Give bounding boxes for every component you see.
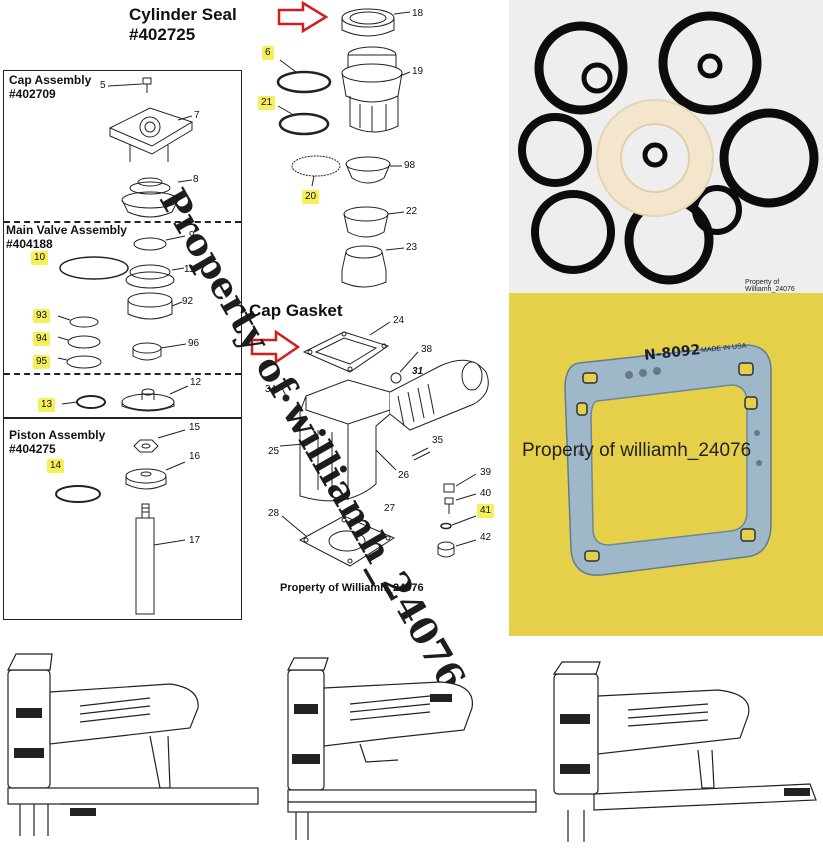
middle-parts-drawing — [250, 0, 489, 567]
highlight-part-13: 13 — [38, 398, 56, 412]
main-valve-assembly-title: Main Valve Assembly#404188 — [6, 223, 127, 251]
o-ring-set-image — [518, 11, 819, 285]
left-parts-drawing — [55, 77, 194, 615]
part-42: 42 — [480, 532, 492, 543]
gasket-photo-watermark: Property of williamh_24076 — [522, 440, 752, 461]
part-92: 92 — [182, 296, 194, 307]
part-27: 27 — [384, 503, 396, 514]
part-98: 98 — [404, 160, 416, 171]
arrow-icon — [250, 0, 329, 365]
part-18: 18 — [412, 8, 424, 19]
part-35: 35 — [432, 435, 444, 446]
part-9: 9 — [189, 230, 195, 241]
part-11: 11 — [184, 264, 195, 275]
part-40: 40 — [480, 488, 492, 499]
gasket-image — [564, 344, 772, 576]
highlight-part-93: 93 — [33, 309, 51, 323]
tool-sketch-2 — [287, 657, 537, 840]
tool-sketch-3 — [552, 661, 817, 842]
o-ring-kit-photo: Property of Williamh_24076 — [509, 0, 823, 293]
part-24: 24 — [393, 315, 405, 326]
o-ring-photo-watermark: Property of Williamh_24076 — [745, 279, 795, 293]
part-7: 7 — [194, 110, 200, 121]
part-31: 31 — [412, 366, 424, 377]
highlight-part-21: 21 — [258, 96, 276, 110]
highlight-part-41: 41 — [477, 504, 495, 518]
part-8: 8 — [193, 174, 199, 185]
part-23: 23 — [406, 242, 418, 253]
highlight-part-94: 94 — [33, 332, 51, 346]
part-5: 5 — [100, 80, 106, 91]
highlight-part-20: 20 — [302, 190, 320, 204]
highlight-part-10: 10 — [31, 251, 49, 265]
part-34: 34 — [265, 384, 277, 395]
part-25: 25 — [268, 446, 280, 457]
part-26: 26 — [398, 470, 410, 481]
part-39: 39 — [480, 467, 492, 478]
piston-assembly-box — [3, 418, 242, 620]
part-22: 22 — [406, 206, 418, 217]
diagram-caption: Property of Williamh_24076 — [280, 582, 424, 594]
cap-gasket-photo: N-8092 MADE IN USA Property of williamh_… — [509, 293, 823, 636]
part-96: 96 — [188, 338, 200, 349]
highlight-part-95: 95 — [33, 355, 51, 369]
section-divider — [4, 373, 241, 375]
piston-assembly-title: Piston Assembly#404275 — [9, 428, 106, 456]
highlight-part-14: 14 — [47, 459, 65, 473]
cap-assembly-title: Cap Assembly#402709 — [9, 73, 92, 101]
part-12: 12 — [190, 377, 202, 388]
part-28: 28 — [268, 508, 280, 519]
part-16: 16 — [189, 451, 201, 462]
highlight-part-6: 6 — [262, 46, 274, 60]
tool-sketch-1 — [7, 653, 259, 836]
part-19: 19 — [412, 66, 424, 77]
part-15: 15 — [189, 422, 201, 433]
part-17: 17 — [189, 535, 201, 546]
section-divider — [4, 221, 241, 223]
cylinder-seal-title: Cylinder Seal#402725 — [129, 5, 237, 44]
cap-gasket-title: Cap Gasket — [249, 301, 343, 320]
part-38: 38 — [421, 344, 433, 355]
